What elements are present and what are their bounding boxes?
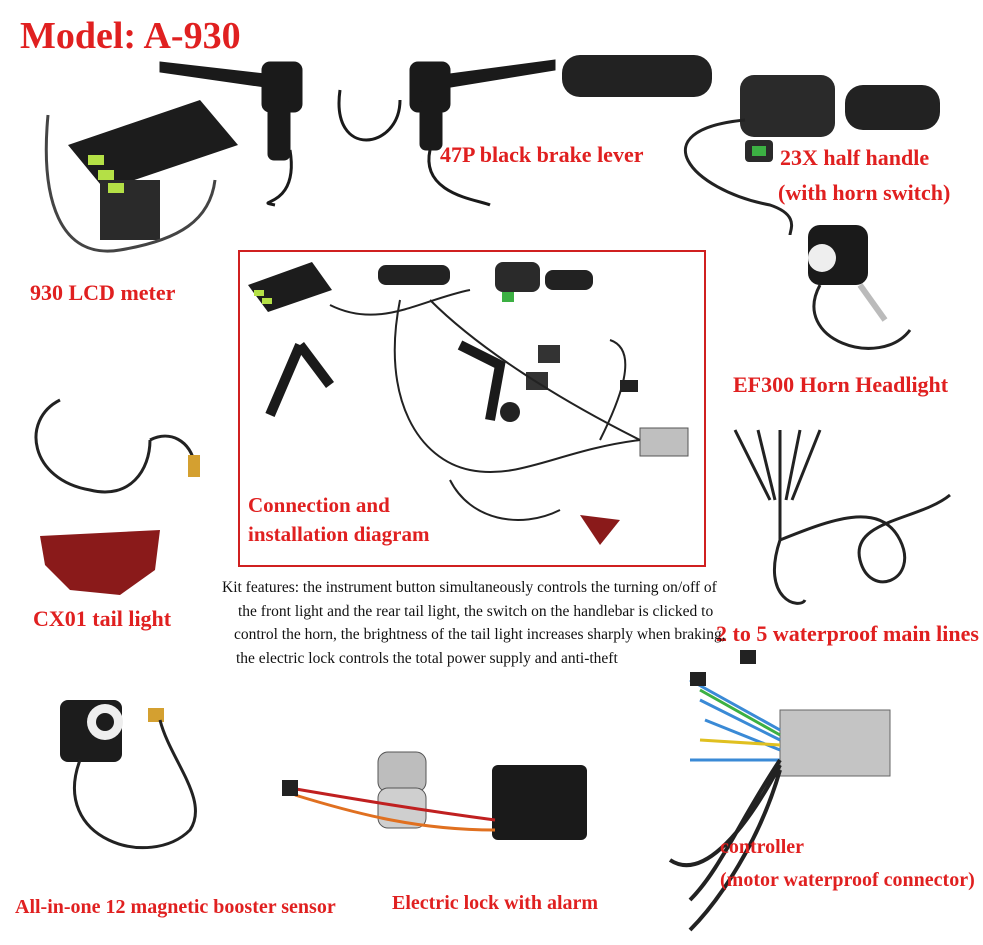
lcd-meter-image	[44, 100, 238, 253]
label-main-lines: 2 to 5 waterproof main lines	[716, 621, 979, 646]
headlight-image	[808, 225, 912, 350]
label-controller-line1: controller	[720, 836, 805, 858]
brake-lever-image	[159, 59, 556, 207]
features-line: the front light and the rear tail light,…	[238, 602, 714, 620]
label-booster-sensor: All-in-one 12 magnetic booster sensor	[15, 896, 336, 918]
label-diagram: Connection and installation diagram	[248, 491, 429, 549]
kit-features-text: Kit features: the instrument button simu…	[222, 576, 726, 670]
connection-diagram-frame	[238, 250, 706, 567]
label-lcd-meter: 930 LCD meter	[30, 280, 176, 305]
controller-image	[668, 650, 891, 932]
electric-lock-image	[282, 751, 587, 840]
label-diagram-line2: installation diagram	[248, 522, 430, 546]
features-line: control the horn, the brightness of the …	[234, 626, 726, 643]
label-half-handle-line2: (with horn switch)	[778, 180, 951, 205]
label-controller-line2: (motor waterproof connector)	[720, 869, 975, 891]
booster-sensor-image	[60, 700, 197, 850]
label-diagram-line1: Connection and	[248, 493, 390, 517]
features-line: Kit features: the instrument button simu…	[222, 579, 717, 596]
main-lines-image	[733, 429, 951, 605]
half-handle-image	[562, 55, 940, 236]
label-brake-lever: 47P black brake lever	[440, 142, 644, 167]
label-headlight: EF300 Horn Headlight	[733, 372, 949, 397]
page-title: Model: A-930	[20, 15, 241, 57]
label-tail-light: CX01 tail light	[33, 606, 172, 631]
features-line: the electric lock controls the total pow…	[236, 649, 618, 667]
diagram-image	[248, 262, 689, 545]
tail-light-image	[34, 398, 200, 595]
label-electric-lock: Electric lock with alarm	[392, 892, 599, 914]
label-half-handle-line1: 23X half handle	[780, 145, 930, 170]
